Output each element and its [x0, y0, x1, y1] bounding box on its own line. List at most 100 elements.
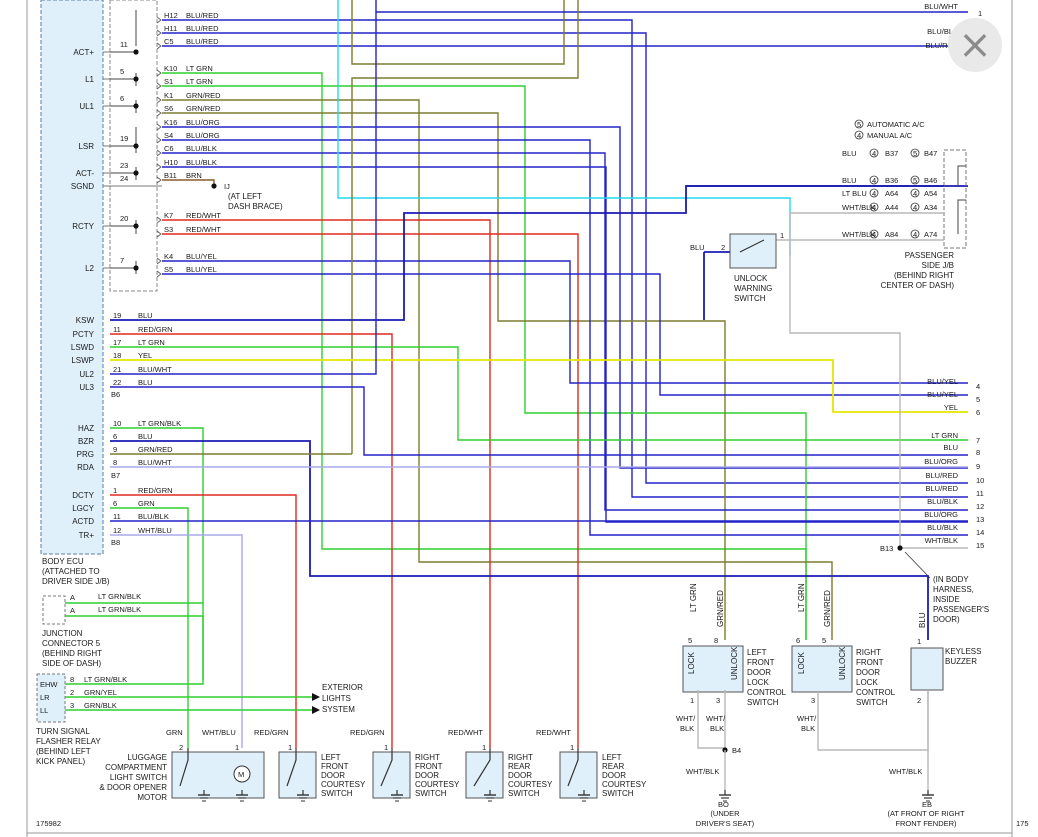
ecu-pin-L2: L2 [85, 264, 94, 273]
ecu-num: 8 [113, 458, 117, 467]
jb-wire-label: LT GRN [186, 77, 213, 86]
left-lock-gw3: WHT/ [706, 714, 726, 723]
unlock-switch-blade [739, 239, 765, 253]
ecu-pin-ACT+: ACT+ [73, 48, 94, 57]
top-right-wire-2: BLU/BLK [927, 27, 958, 36]
jb-pin-B11: B11 [164, 171, 177, 180]
jb-pin-chevron [156, 109, 162, 117]
close-icon: × [958, 22, 992, 68]
courtesy-caption-4-0: LEFT [602, 753, 622, 762]
pjb-b: 5 [913, 176, 917, 185]
jb-wire-label: BLU/YEL [186, 265, 217, 274]
jb-wire-label: GRN/RED [186, 104, 221, 113]
ext-lights-1: LIGHTS [322, 694, 351, 703]
left-lock-caption-5: SWITCH [747, 698, 779, 707]
jb-pin-C5: C5 [164, 37, 174, 46]
ecu-num: 19 [113, 311, 121, 320]
motor-icon [233, 765, 251, 783]
jb-pin-K16: K16 [164, 118, 177, 127]
left-lock-switch-box [682, 645, 744, 693]
ecu-num: 11 [120, 40, 128, 49]
ecu-wire-label: BLU [138, 432, 153, 441]
pjb-a: 4 [872, 203, 876, 212]
right-lock-wire1: LT GRN [797, 583, 806, 612]
buzzer-pin2: 2 [917, 696, 921, 705]
left-lock-p1: 1 [690, 696, 694, 705]
ecu-wire-label: BLU/WHT [138, 365, 172, 374]
jb-pin-H10: H10 [164, 158, 178, 167]
ecu-wire-label: BLU [138, 378, 153, 387]
wire-grn-lgcy [110, 507, 189, 748]
ecu-pin-LGCY: LGCY [72, 504, 94, 513]
jb-pin-S5: S5 [164, 265, 173, 274]
ecu-num: 24 [120, 174, 128, 183]
wire-red-wht-s3 [162, 233, 579, 748]
courtesy-caption-3-4: SWITCH [508, 789, 540, 798]
wire-ehw [65, 616, 204, 685]
left-lock-gw1: WHT/ [676, 714, 696, 723]
rc-label: BLU/ORG [924, 457, 958, 466]
right-lock-caption-2: DOOR [856, 668, 880, 677]
top-right-wire-3: BLU/RED [925, 41, 958, 50]
ecu-wire-label: LT GRN/BLK [138, 419, 181, 428]
jb-wire-label: BLU/BLK [186, 144, 217, 153]
unlock-caption-2: SWITCH [734, 294, 766, 303]
jb-bus-dot [133, 265, 139, 271]
wire-olive-top [351, 0, 565, 65]
jc5-pin-a2: A [70, 606, 75, 615]
b13-desc-4: DOOR) [933, 615, 960, 624]
ecu-num: 19 [120, 134, 128, 143]
jb-pin-K7: K7 [164, 211, 173, 220]
body-ecu-box [40, 0, 104, 555]
right-lock-wire2: GRN/RED [823, 590, 832, 627]
pjb-b: 4 [913, 230, 917, 239]
wire-lt-grn-blk-haz [110, 427, 204, 680]
luggage-wire1: GRN [166, 728, 183, 737]
rc-num: 9 [976, 462, 980, 471]
left-lock-p5: 5 [688, 636, 692, 645]
flasher-num: 8 [70, 675, 74, 684]
jb-pin-C6: C6 [164, 144, 174, 153]
luggage-switch-blade [179, 748, 189, 787]
wire-blu-red-h12 [162, 19, 968, 498]
jb-bus-dot [133, 143, 139, 149]
jb-pin-chevron [156, 82, 162, 90]
close-button[interactable]: × [948, 18, 1002, 72]
courtesy-pin-1: 1 [288, 743, 292, 752]
left-lock-caption-3: LOCK [747, 678, 769, 687]
ecu-wire-label: BLU/WHT [138, 458, 172, 467]
pjb-caption-1: SIDE J/B [922, 261, 954, 270]
ecu-wire-label: RED/GRN [138, 325, 173, 334]
unlock-warning-switch [729, 233, 777, 269]
jb-pin-H12: H12 [164, 11, 178, 20]
pjb-wire: LT BLU [842, 189, 867, 198]
b13-desc-1: HARNESS, [933, 585, 974, 594]
wire-brn-b11 [162, 179, 215, 186]
jc5-caption-2: (BEHIND RIGHT [42, 649, 102, 658]
wire-yel-lswp [110, 359, 968, 413]
pjb-circle [869, 175, 879, 185]
jb-bus-dot [133, 170, 139, 176]
courtesy-caption-3-1: REAR [508, 762, 530, 771]
pjb-caption-2: (BEHIND RIGHT [894, 271, 954, 280]
flasher-relay-box [36, 673, 66, 723]
jb-wire-label: BLU/RED [186, 11, 219, 20]
jb-pin-chevron [156, 96, 162, 104]
jc5-wire2: LT GRN/BLK [98, 605, 141, 614]
left-lock-caption-4: CONTROL [747, 688, 787, 697]
unlock-caption-0: UNLOCK [734, 274, 768, 283]
jb-pin-H11: H11 [164, 24, 177, 33]
rc-label: BLU [943, 443, 958, 452]
jb-wire-label: BRN [186, 171, 202, 180]
ground-eb-desc1: (AT FRONT OF RIGHT [887, 809, 964, 818]
wire-red-wht-k7 [162, 219, 491, 748]
courtesy-caption-2-3: COURTESY [415, 780, 460, 789]
ground-eb-wire: WHT/BLK [889, 767, 922, 776]
luggage-wire2: WHT/BLU [202, 728, 236, 737]
ecu-wire-label: LT GRN [138, 338, 165, 347]
courtesy-pin-2: 1 [384, 743, 388, 752]
flasher-caption-1: FLASHER RELAY [36, 737, 101, 746]
pjb-a: 4 [872, 149, 876, 158]
connector-b6: B6 [111, 390, 120, 399]
